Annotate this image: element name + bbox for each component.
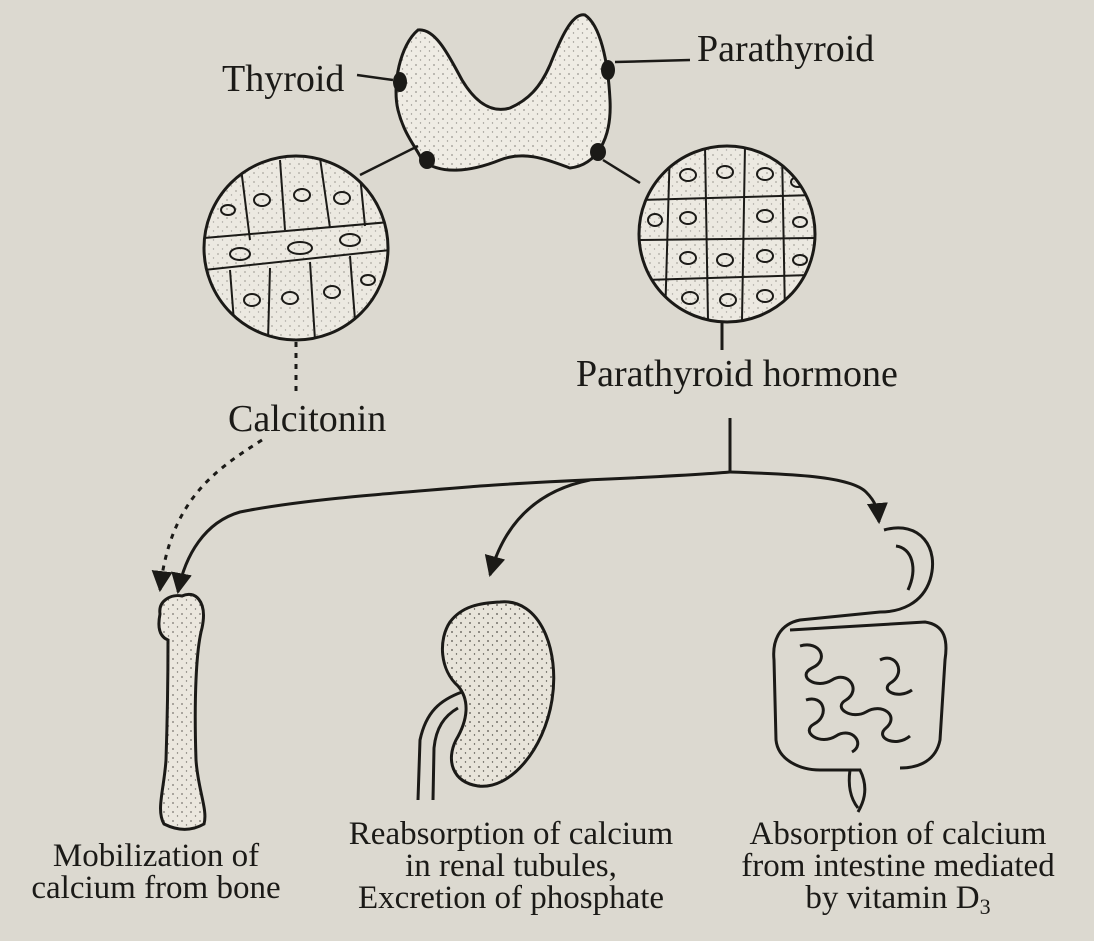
kidney-caption-line: Excretion of phosphate bbox=[312, 882, 710, 914]
vitamin-text: by vitamin D bbox=[805, 880, 979, 916]
bone-caption-line: calcium from bone bbox=[6, 872, 306, 904]
intestine-caption: Absorption of calcium from intestine med… bbox=[706, 818, 1090, 923]
parathyroid-label: Parathyroid bbox=[697, 30, 874, 68]
bone-caption-line: Mobilization of bbox=[6, 840, 306, 872]
kidney-caption-line: in renal tubules, bbox=[312, 850, 710, 882]
kidney-caption-line: Reabsorption of calcium bbox=[312, 818, 710, 850]
bone-caption: Mobilization of calcium from bone bbox=[6, 840, 306, 904]
intestine-illustration bbox=[774, 528, 946, 812]
calcitonin-pathway bbox=[160, 342, 296, 590]
vitamin-subscript: 3 bbox=[980, 894, 991, 919]
intestine-caption-line: by vitamin D3 bbox=[706, 882, 1090, 923]
parathyroid-hormone-label: Parathyroid hormone bbox=[576, 355, 898, 393]
thyroid-tissue-section bbox=[204, 156, 390, 340]
intestine-caption-line: from intestine mediated bbox=[706, 850, 1090, 882]
intestine-caption-line: Absorption of calcium bbox=[706, 818, 1090, 850]
parathyroid-tissue-section bbox=[639, 146, 815, 322]
kidney-illustration bbox=[418, 602, 554, 800]
kidney-caption: Reabsorption of calcium in renal tubules… bbox=[312, 818, 710, 914]
calcitonin-label: Calcitonin bbox=[228, 400, 386, 438]
bone-illustration bbox=[159, 594, 205, 829]
thyroid-gland bbox=[396, 15, 610, 170]
thyroid-label: Thyroid bbox=[222, 60, 344, 98]
